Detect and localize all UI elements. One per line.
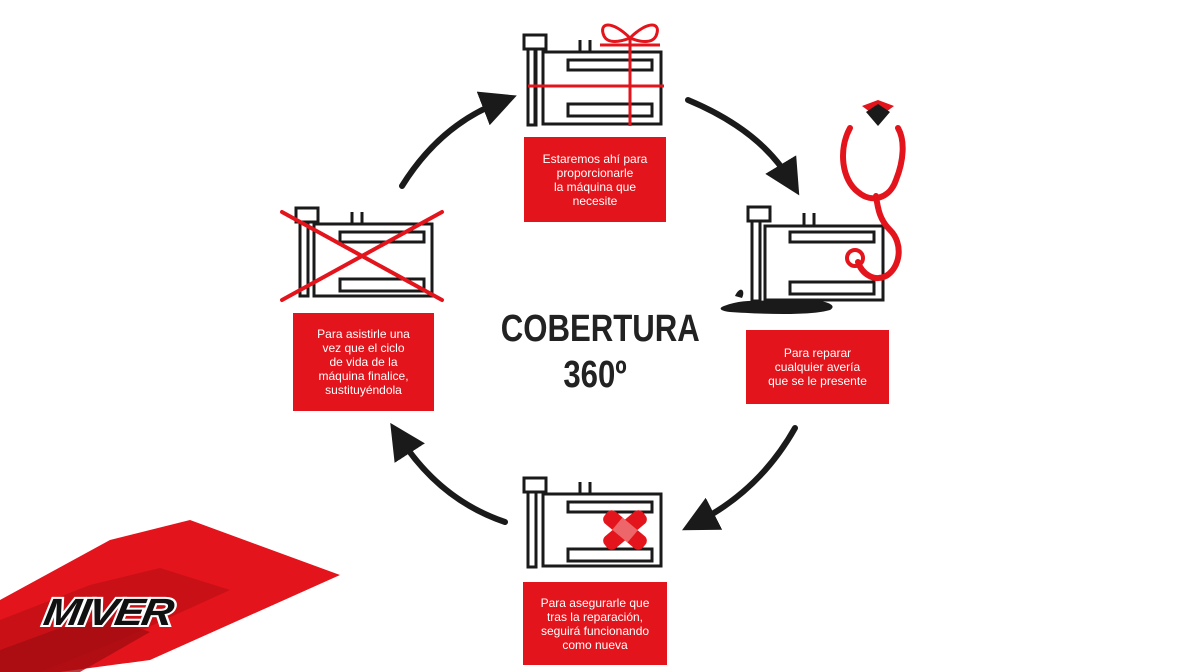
- arrow-left-top-icon: [399, 91, 517, 189]
- step-warranty-text: Para asegurarle que tras la reparación, …: [540, 595, 650, 652]
- miver-logo: MIVER: [38, 590, 177, 636]
- machine-new-icon: [522, 33, 663, 127]
- arrow-right-bottom-icon: [682, 425, 798, 531]
- brand-swoosh: [0, 520, 340, 672]
- miver-mini-logo-icon: [862, 100, 894, 126]
- arrow-top-right-icon: [685, 97, 800, 196]
- title-line2: 360º: [563, 354, 627, 396]
- step-provide-text: Estaremos ahí para proporcionarle la máq…: [542, 151, 648, 208]
- cross-out-icon: [280, 210, 444, 302]
- bandage-icon: [603, 510, 647, 550]
- arrow-bottom-left-icon: [390, 422, 508, 525]
- center-title: COBERTURA 360º: [500, 306, 700, 398]
- step-repair-text: Para reparar cualquier avería que se le …: [768, 346, 867, 388]
- step-replace-box: Para asistirle una vez que el ciclo de v…: [293, 313, 434, 411]
- step-warranty-box: Para asegurarle que tras la reparación, …: [523, 582, 667, 665]
- stethoscope-icon: [840, 125, 906, 282]
- step-provide-box: Estaremos ahí para proporcionarle la máq…: [524, 137, 666, 222]
- oil-leak-icon: [720, 289, 833, 314]
- cycle-arrows: [390, 91, 800, 531]
- title-line1: COBERTURA: [500, 308, 700, 350]
- step-repair-box: Para reparar cualquier avería que se le …: [746, 330, 889, 404]
- step-replace-text: Para asistirle una vez que el ciclo de v…: [317, 327, 410, 397]
- machine-repair-icon: [746, 205, 885, 303]
- gift-bow-icon: [528, 23, 664, 126]
